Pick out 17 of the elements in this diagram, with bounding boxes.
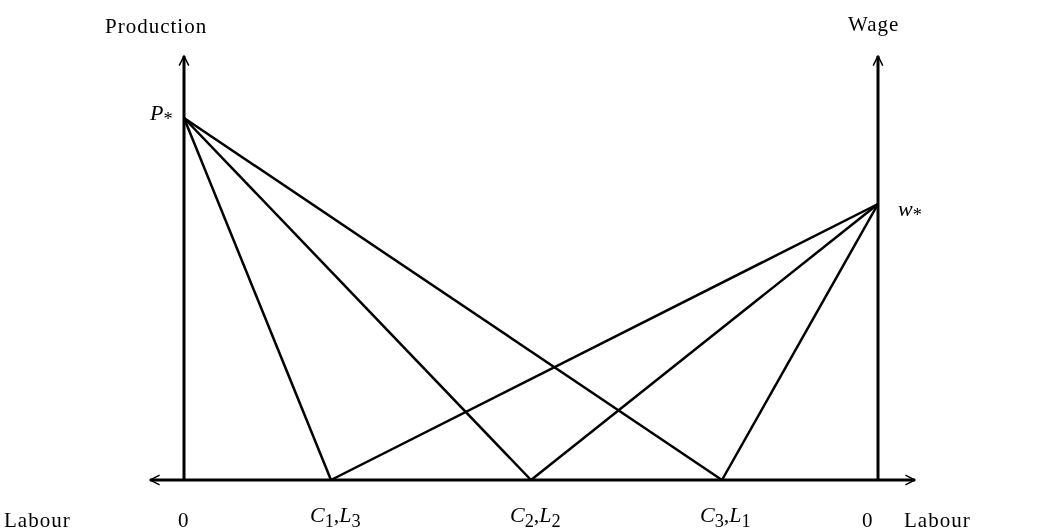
point-label: C$_{3}$,L$_{1}$ [700,502,751,531]
axis-title: Labour [4,508,71,531]
axis-title: Labour [904,508,971,531]
line [330,202,879,482]
axis-tick-label: 0 [178,508,190,531]
line [720,203,880,481]
line [183,117,532,481]
point-label: C$_{2}$,L$_{2}$ [510,502,561,531]
point-label: C$_{1}$,L$_{3}$ [310,502,361,531]
axis-title: Production [105,14,208,39]
point-label: P$_{*}$ [150,100,173,131]
line [530,203,879,481]
axis-tick-label: 0 [862,508,874,531]
axis-title: Wage [848,12,900,37]
point-label: w$_{*}$ [898,196,922,227]
line [183,116,723,482]
line [182,117,333,481]
